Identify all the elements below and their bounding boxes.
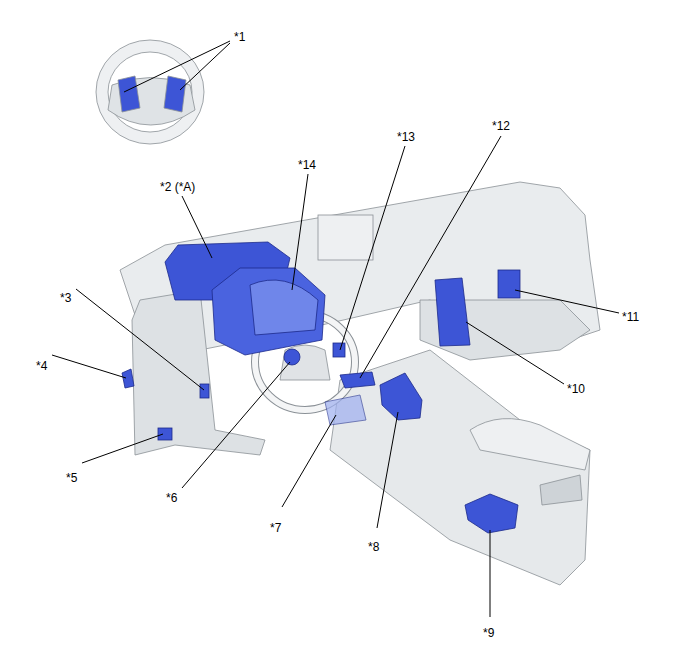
callout-number: *5 xyxy=(66,471,77,485)
callout-number: *13 xyxy=(397,130,415,144)
callout-number: *14 xyxy=(298,158,316,172)
callout-number: *2 (*A) xyxy=(160,180,195,194)
highlighted-parts xyxy=(122,242,520,533)
callout-number: *10 xyxy=(567,382,585,396)
center-console xyxy=(330,350,590,585)
callout-number: *6 xyxy=(166,491,177,505)
callout-number: *12 xyxy=(492,119,510,133)
steering-switch xyxy=(164,76,186,112)
steering-wheel xyxy=(96,40,204,144)
callout-number: *3 xyxy=(60,291,71,305)
callout-number: *8 xyxy=(368,540,379,554)
callout-number: *1 xyxy=(234,30,245,44)
callout-number: *4 xyxy=(36,359,47,373)
callout-number: *9 xyxy=(483,626,494,640)
callout-number: *11 xyxy=(622,310,639,324)
steering-switch xyxy=(118,76,140,112)
callout-number: *7 xyxy=(270,521,281,535)
leader-lines xyxy=(52,41,619,617)
